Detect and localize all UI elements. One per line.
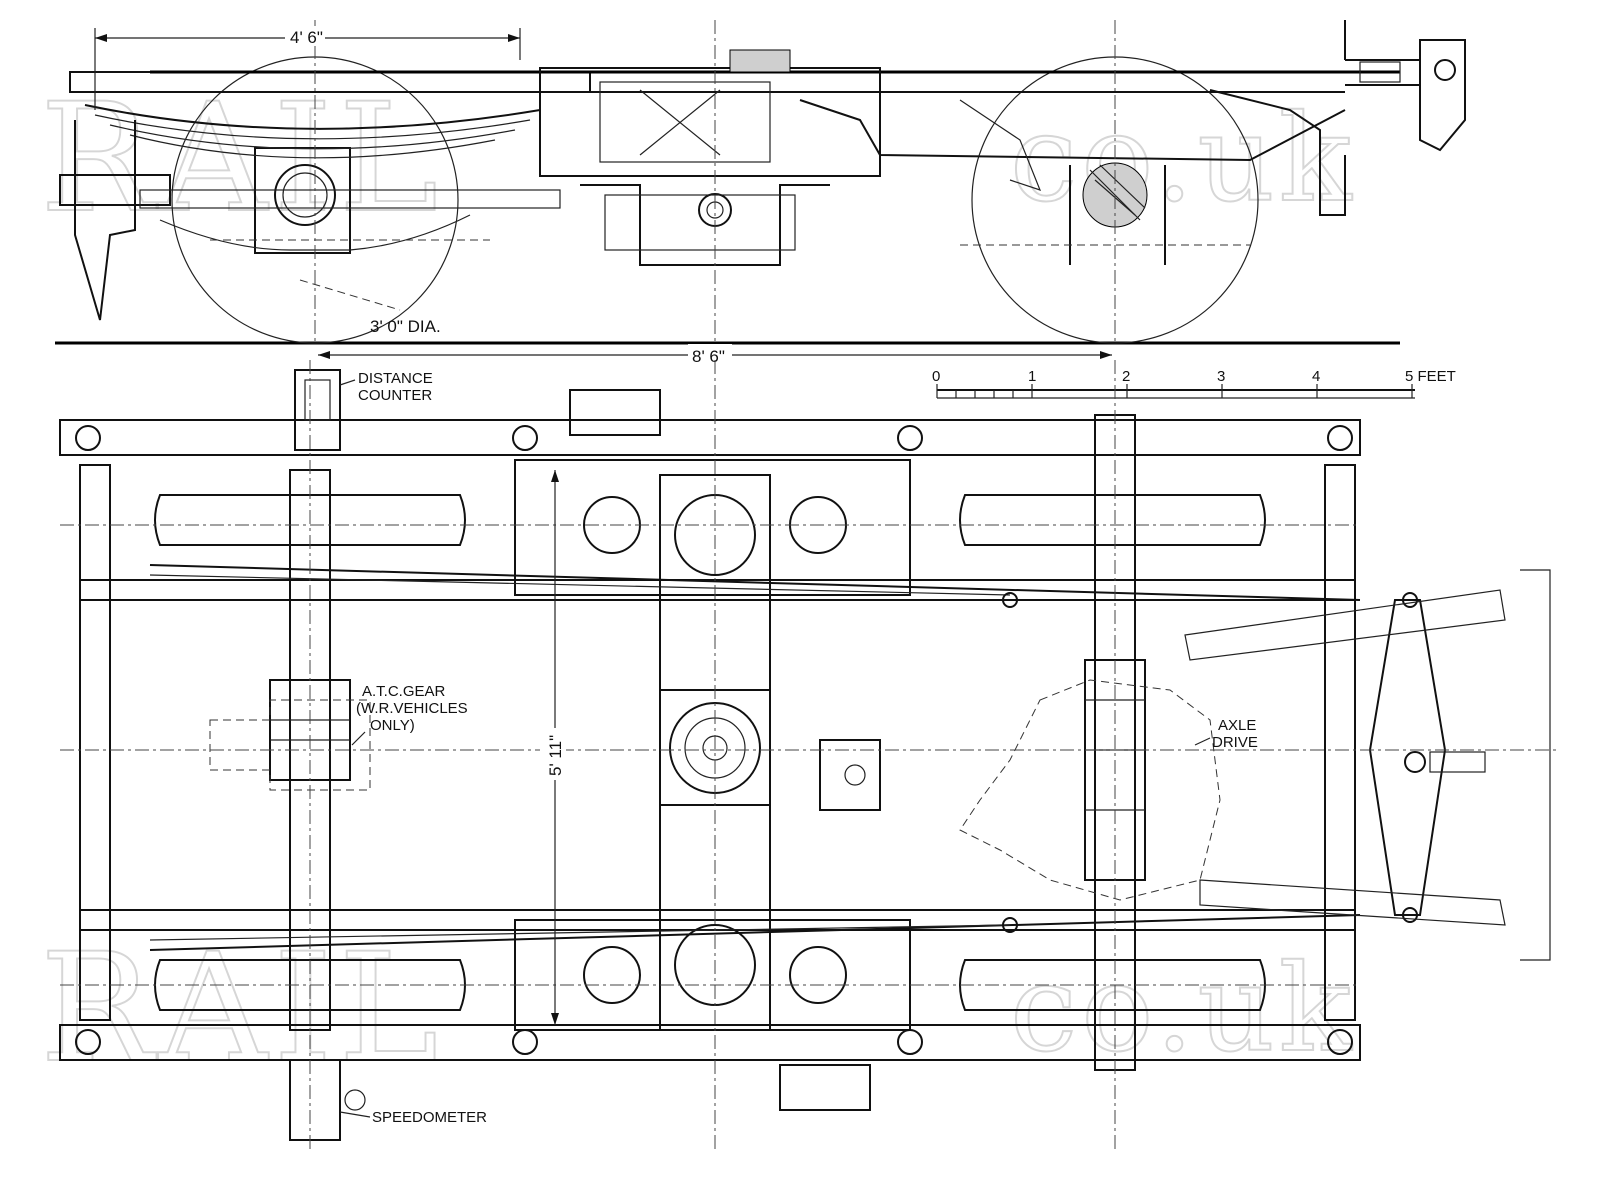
right-frame-slope: [799, 99, 1346, 162]
left-wheel-bottom: [154, 959, 466, 1011]
left-headstock: [79, 464, 111, 1021]
bolster-bottom: [514, 919, 911, 1031]
scale-tick-3: 3: [1217, 368, 1225, 385]
left-axlebox: [254, 147, 351, 254]
label-atc-2: (W.R.VEHICLES: [356, 700, 468, 717]
brake-block-top: [729, 49, 791, 73]
axle-drive-outline: [959, 679, 1221, 901]
scale-tick-0: 0: [932, 368, 940, 385]
label-axle-drive-1: AXLE: [1218, 717, 1256, 734]
left-wheel-top: [154, 494, 466, 546]
dim-wheel-diameter: 3' 0" DIA.: [370, 317, 441, 336]
distance-counter-box: [294, 369, 341, 451]
watermark-top-left: RAIL: [40, 72, 444, 246]
left-end-hanger: [74, 120, 136, 321]
scale-tick-2: 2: [1122, 368, 1130, 385]
plan-view: 5' 11" DISTANCE COUNTER A.T.C.GEAR (W.R.…: [59, 360, 1560, 1150]
label-distance-2: COUNTER: [358, 387, 432, 404]
label-axle-drive-2: DRIVE: [1212, 734, 1258, 751]
label-distance-1: DISTANCE: [358, 370, 433, 387]
label-atc-1: A.T.C.GEAR: [362, 683, 446, 700]
speedometer-box: [289, 1059, 341, 1141]
scale-bar: 0 1 2 3 4 5 FEET: [932, 368, 1456, 399]
top-solebar: [59, 419, 1361, 456]
scale-tick-4: 4: [1312, 368, 1320, 385]
label-atc-3: ONLY): [370, 717, 415, 734]
brake-cross-lever: [1368, 599, 1447, 916]
bolster-housing: [539, 67, 881, 177]
bolster-top: [514, 459, 911, 596]
dim-frame-overhang: 4' 6": [290, 28, 323, 47]
dim-bogie-width: 5' 11": [546, 735, 565, 776]
side-elevation: 4' 6" 3' 0" DIA. 8' 6": [55, 20, 1466, 366]
scale-tick-1: 1: [1028, 368, 1036, 385]
bottom-solebar: [59, 1024, 1361, 1061]
label-speedometer: SPEEDOMETER: [372, 1109, 487, 1126]
scale-end-label: 5 FEET: [1405, 368, 1456, 385]
right-wheel-bottom: [959, 959, 1266, 1011]
watermark: RAIL co.uk RAIL co.uk: [39, 71, 1353, 1097]
lower-cradle: [580, 184, 830, 266]
brake-lever: [1419, 39, 1466, 152]
laminated-spring: [84, 104, 541, 130]
right-headstock: [1324, 464, 1356, 1021]
dim-wheelbase: 8' 6": [692, 347, 725, 366]
atc-gear-outline: [209, 699, 371, 791]
right-wheel-top: [959, 494, 1266, 546]
